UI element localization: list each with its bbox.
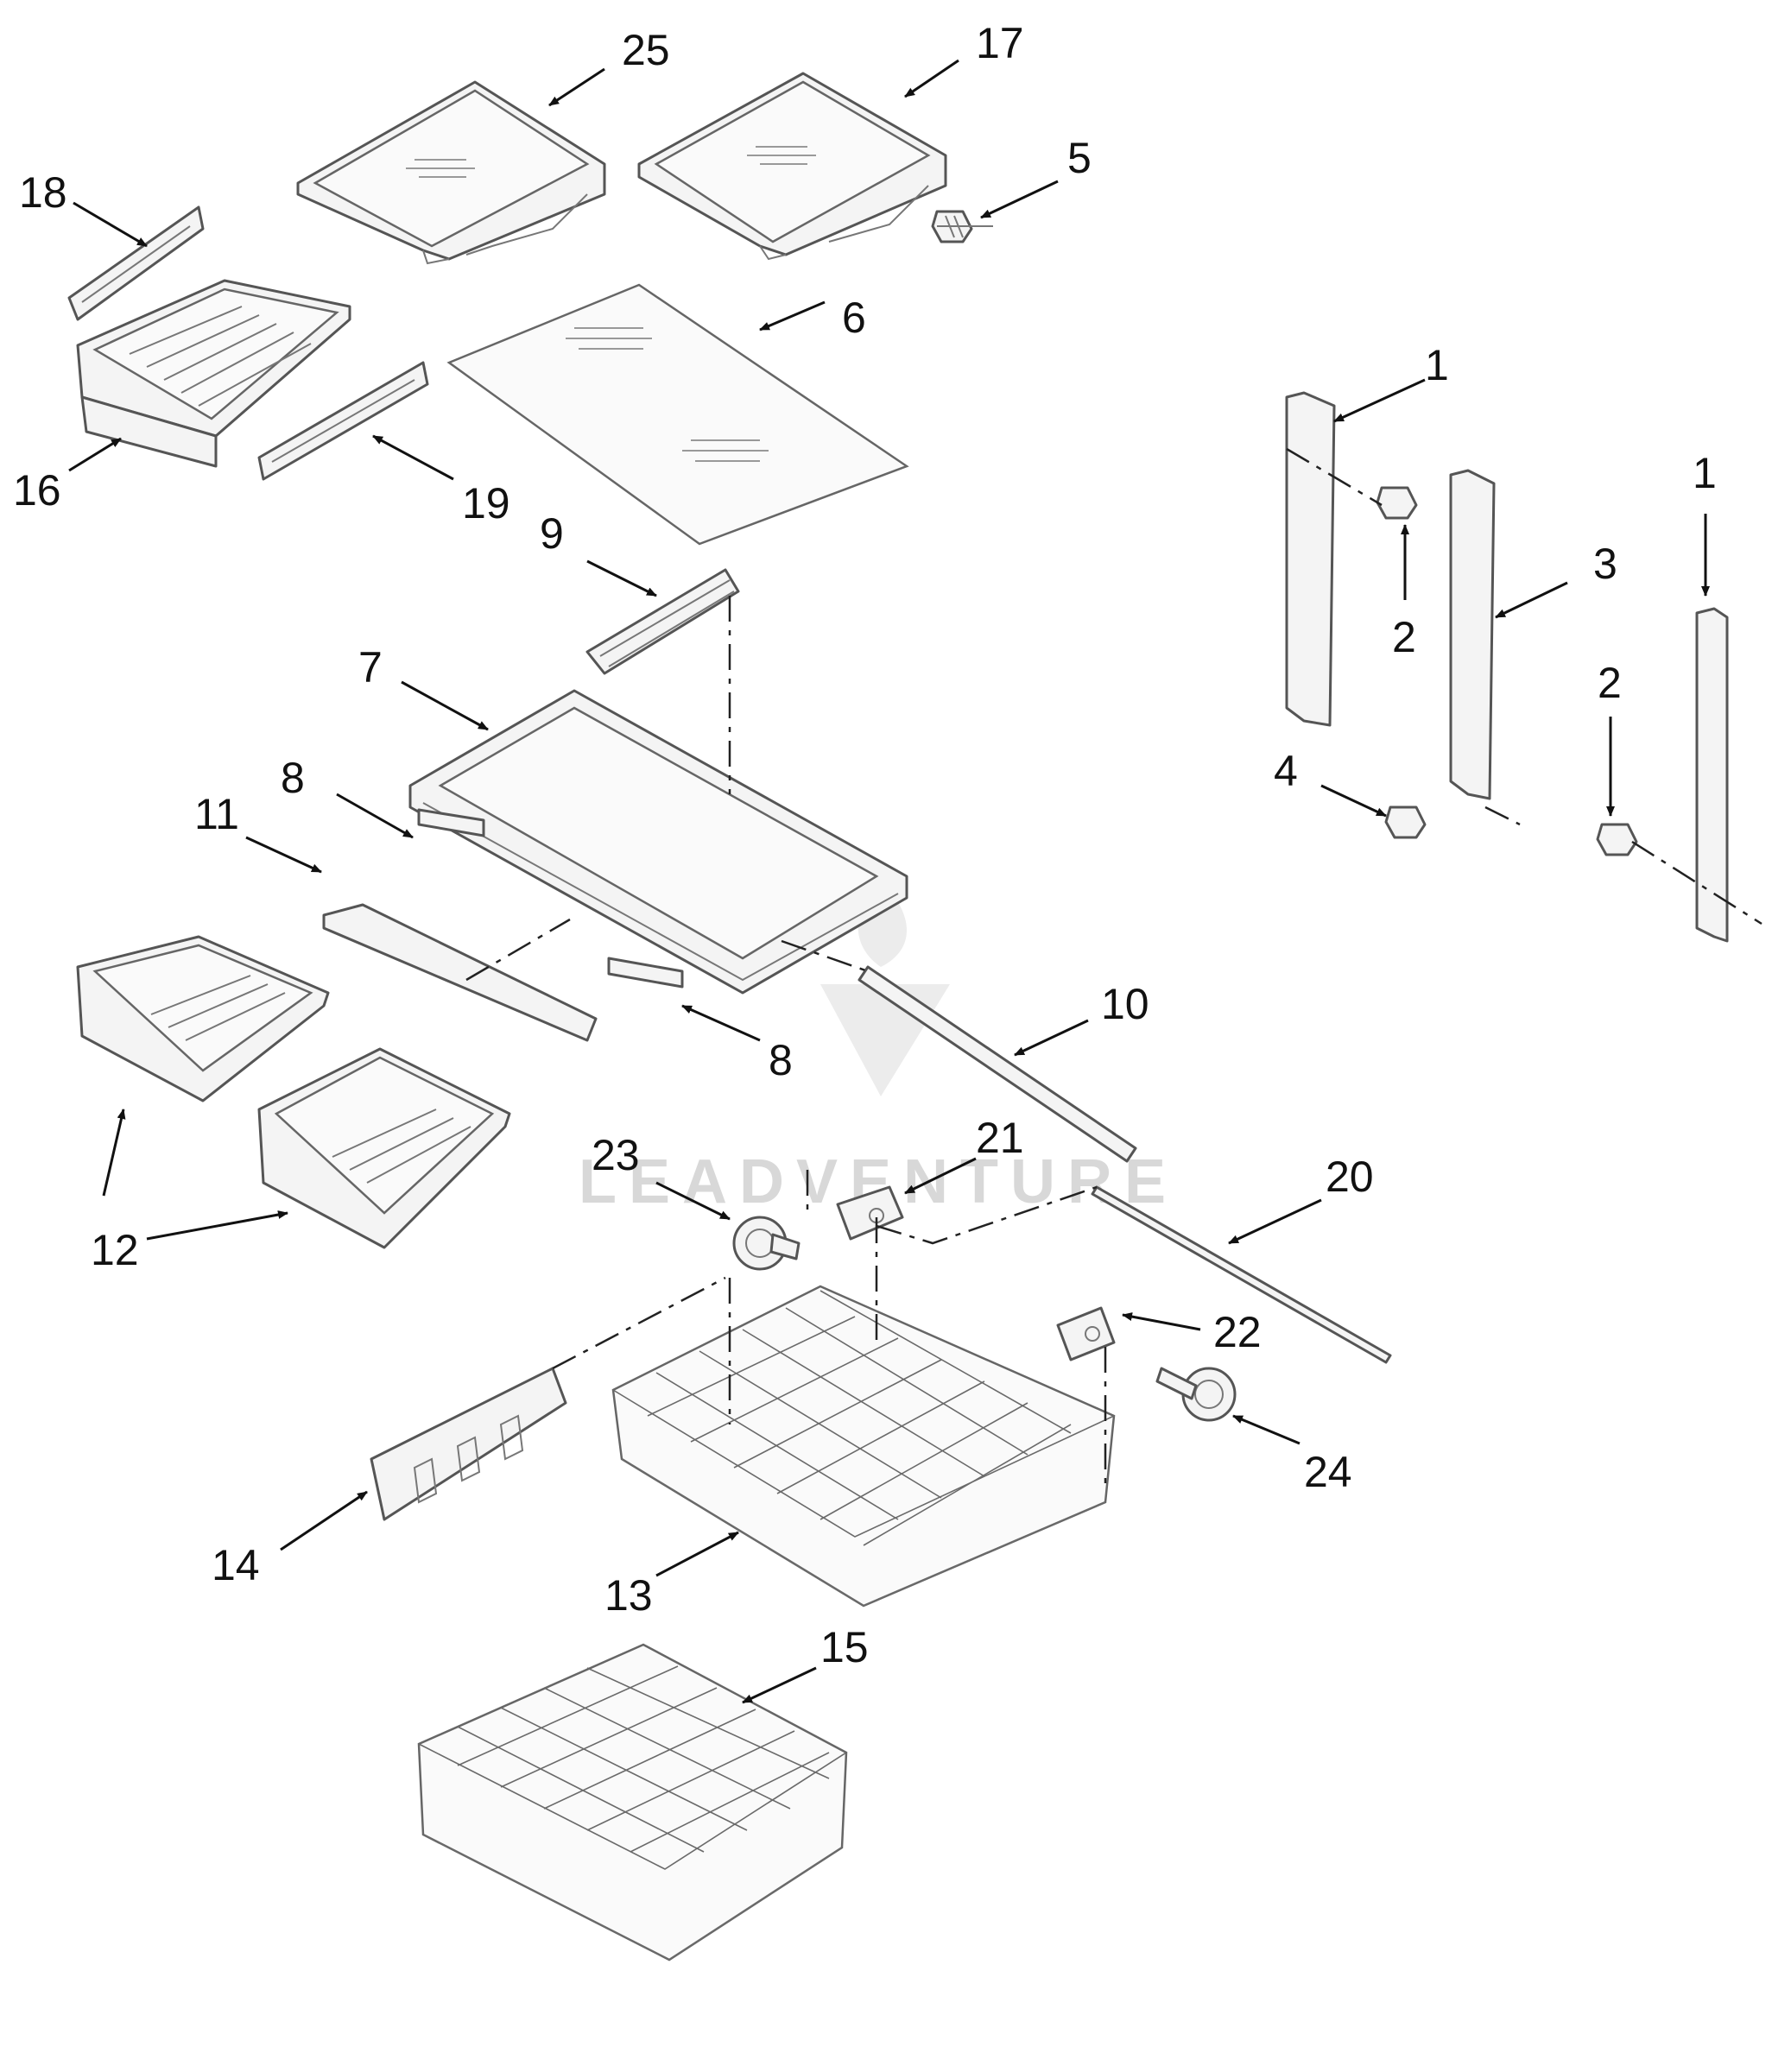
callout-14: 14: [212, 1541, 260, 1589]
callout-17: 17: [976, 19, 1024, 67]
leader-6: [759, 300, 826, 332]
callout-8a: 8: [281, 754, 305, 802]
callout-21: 21: [976, 1114, 1024, 1162]
leader-19: [372, 434, 454, 481]
crisper-drawer-16: [76, 279, 351, 468]
clip-8-upper: [417, 808, 485, 837]
callout-6: 6: [842, 294, 866, 342]
leader-15: [742, 1666, 817, 1704]
callout-25: 25: [622, 26, 670, 74]
callout-13: 13: [604, 1571, 653, 1620]
upright-3: [1449, 469, 1496, 800]
callout-12: 12: [91, 1226, 139, 1274]
callout-5: 5: [1067, 134, 1092, 182]
leader-8b: [681, 1004, 761, 1042]
leader-23: [655, 1181, 731, 1221]
callout-1b: 1: [1693, 449, 1717, 497]
leader-10: [1014, 1019, 1089, 1057]
callout-22: 22: [1213, 1308, 1262, 1356]
leader-14: [280, 1490, 368, 1551]
wire-basket-15: [417, 1643, 848, 1961]
wire-basket-13: [611, 1285, 1116, 1608]
callout-20: 20: [1326, 1153, 1374, 1201]
callout-9: 9: [540, 509, 564, 558]
leader-12b: [146, 1210, 288, 1241]
callouts: 25 17 5 18 6 16 19 1 1 2 3 2 4 9 7 8 11: [13, 19, 1717, 1704]
leader-12a: [102, 1109, 126, 1197]
leader-20: [1228, 1198, 1322, 1245]
upright-1-left: [1285, 391, 1336, 727]
leader-9: [586, 559, 657, 597]
screw-5: [931, 210, 993, 243]
leader-17: [904, 59, 959, 98]
shelf-25: [296, 80, 606, 265]
divider-14: [370, 1367, 567, 1521]
rail-19: [257, 361, 429, 481]
leader-4: [1320, 784, 1387, 818]
leader-16: [68, 437, 122, 472]
bin-12-left: [76, 935, 330, 1102]
upright-1-right: [1695, 607, 1729, 943]
bracket-22: [1056, 1306, 1116, 1361]
leader-24: [1232, 1414, 1301, 1445]
callout-3: 3: [1593, 540, 1617, 588]
leader-13: [655, 1531, 739, 1577]
callout-8b: 8: [769, 1036, 793, 1084]
leader-5: [980, 180, 1059, 219]
leader-11: [245, 836, 322, 874]
callout-7: 7: [358, 643, 383, 692]
trim-11: [322, 903, 598, 1042]
callout-1a: 1: [1425, 341, 1449, 389]
callout-18: 18: [19, 168, 67, 217]
callout-24: 24: [1304, 1448, 1352, 1496]
gear-23: [732, 1216, 801, 1271]
rail-18: [67, 205, 205, 321]
callout-4: 4: [1274, 747, 1298, 795]
leader-21: [904, 1157, 977, 1195]
callout-10: 10: [1101, 980, 1149, 1028]
screw-2-lower: [1596, 823, 1638, 856]
glass-panel-6: [446, 283, 909, 546]
shelf-17: [637, 72, 947, 261]
leader-3: [1495, 581, 1568, 619]
bracket-21: [836, 1185, 904, 1241]
slide-rail-9: [585, 568, 740, 675]
shelf-frame-7: [408, 689, 908, 995]
callout-23: 23: [592, 1131, 640, 1179]
callout-11: 11: [194, 790, 239, 838]
callout-2a: 2: [1392, 613, 1416, 661]
leader-22: [1122, 1312, 1201, 1331]
callout-16: 16: [13, 466, 61, 515]
leader-8a: [336, 793, 414, 839]
rod-20: [1091, 1185, 1392, 1364]
screw-4: [1384, 805, 1427, 839]
clip-8-lower: [607, 957, 684, 989]
callout-15: 15: [820, 1623, 869, 1671]
leader-18: [73, 201, 148, 248]
leader-1a: [1333, 378, 1426, 423]
screw-2-upper: [1376, 486, 1418, 520]
assembly-lines: [465, 447, 1763, 1485]
leader-7: [401, 680, 489, 731]
rod-10: [858, 965, 1137, 1163]
gear-24: [1155, 1367, 1237, 1422]
bin-12-right: [257, 1047, 511, 1249]
callout-19: 19: [462, 479, 510, 527]
callout-2b: 2: [1598, 659, 1622, 707]
leader-25: [548, 67, 605, 107]
